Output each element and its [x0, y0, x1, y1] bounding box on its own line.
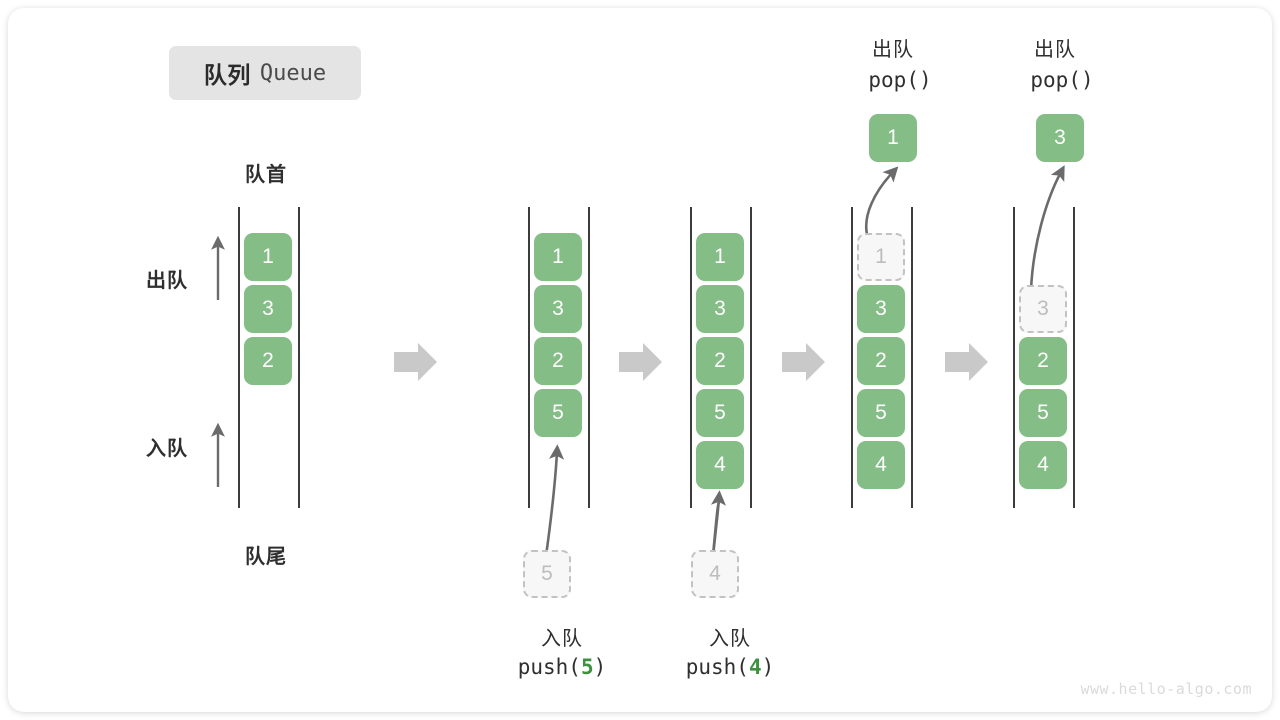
popped-ghost-cell: 3: [1019, 285, 1067, 333]
queue-rail-left: [528, 207, 530, 508]
push5-caption-cn: 入队: [541, 628, 583, 650]
queue-rail-left: [851, 207, 853, 508]
queue-cell: 2: [244, 337, 292, 385]
queue-cell: 3: [534, 285, 582, 333]
pop1-caption-cn: 出队: [872, 39, 914, 61]
pop1-caption-code: pop(): [868, 68, 932, 92]
diagram-card: [8, 8, 1272, 712]
push4-caption-cn: 入队: [709, 628, 751, 650]
queue-cell: 5: [1019, 389, 1067, 437]
enqueue-label: 入队: [146, 438, 188, 460]
title-cn: 队列: [203, 62, 251, 88]
queue-cell: 2: [696, 337, 744, 385]
queue-cell: 1: [696, 233, 744, 281]
incoming-ghost-cell: 4: [691, 550, 739, 598]
queue-rail-left: [690, 207, 692, 508]
push5-code-pre: push(: [517, 655, 581, 679]
queue-cell-new: 4: [696, 441, 744, 489]
incoming-ghost-cell: 5: [523, 550, 571, 598]
popped-ghost-cell: 1: [857, 233, 905, 281]
popped-cell: 3: [1036, 114, 1084, 162]
push4-code-pre: push(: [685, 655, 749, 679]
dequeue-label: 出队: [146, 270, 188, 292]
queue-cell: 4: [857, 441, 905, 489]
push4-code-arg: 4: [748, 655, 762, 679]
queue-cell: 4: [1019, 441, 1067, 489]
queue-cell: 5: [857, 389, 905, 437]
queue-rail-right: [750, 207, 752, 508]
queue-rail-right: [588, 207, 590, 508]
front-label: 队首: [245, 164, 287, 186]
queue-cell: 2: [534, 337, 582, 385]
queue-cell-new: 5: [534, 389, 582, 437]
rear-label: 队尾: [245, 546, 287, 568]
push5-caption-code: push(5): [518, 655, 607, 679]
queue-cell: 1: [534, 233, 582, 281]
queue-cell: 2: [1019, 337, 1067, 385]
queue-cell: 3: [244, 285, 292, 333]
watermark: www.hello-algo.com: [1080, 680, 1252, 698]
queue-cell: 5: [696, 389, 744, 437]
pop2-caption-cn: 出队: [1034, 39, 1076, 61]
push5-code-post: ): [593, 655, 607, 679]
diagram-title-chip: 队列 Queue: [169, 46, 361, 100]
push5-code-arg: 5: [580, 655, 594, 679]
push4-code-post: ): [761, 655, 775, 679]
queue-cell: 3: [857, 285, 905, 333]
queue-rail-left: [1013, 207, 1015, 508]
push4-caption-code: push(4): [686, 655, 775, 679]
queue-cell: 1: [244, 233, 292, 281]
queue-cell: 3: [696, 285, 744, 333]
queue-cell: 2: [857, 337, 905, 385]
queue-rail-right: [911, 207, 913, 508]
pop2-caption-code: pop(): [1030, 68, 1094, 92]
popped-cell: 1: [869, 114, 917, 162]
queue-rail-right: [1073, 207, 1075, 508]
queue-rail-left: [238, 207, 240, 508]
queue-rail-right: [298, 207, 300, 508]
title-en: Queue: [259, 60, 327, 86]
